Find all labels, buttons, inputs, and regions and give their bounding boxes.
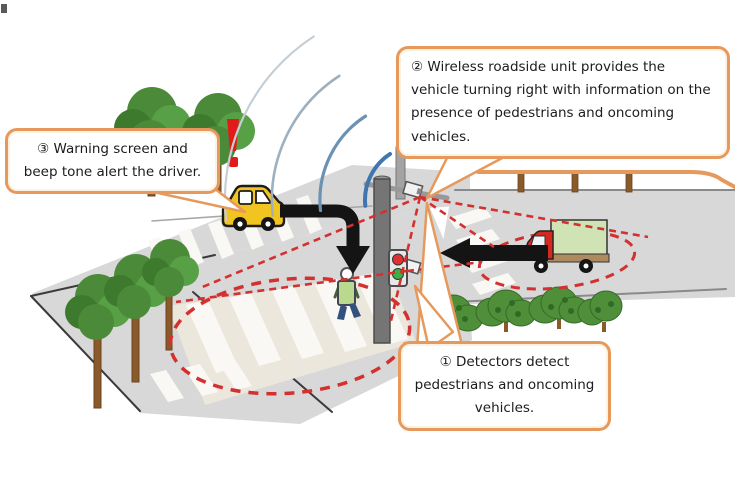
curb-line [30, 295, 141, 412]
detection-ray [388, 196, 422, 326]
detection-ray [419, 195, 495, 249]
crosswalk-stripe [272, 286, 324, 359]
right-turn-arrow [280, 204, 370, 274]
pedestrian-body [337, 280, 356, 306]
crosswalk-stripe [218, 358, 252, 390]
detector-icon [402, 180, 424, 199]
crosswalk-stripe [448, 207, 492, 229]
crosswalk-stripe [229, 293, 281, 366]
wireless-arc [318, 114, 368, 213]
car-wheel-hub [237, 221, 243, 227]
truck-wheel-hub [583, 263, 589, 269]
signal-red-light [392, 253, 404, 266]
truck-window [530, 235, 546, 247]
tree-icon [65, 274, 131, 409]
crosswalk-stripe [178, 228, 204, 267]
pedestrian-leg [349, 303, 361, 318]
right-road-bottom-edge [431, 288, 727, 304]
truck-wheel-hub [538, 263, 544, 269]
wireless-arc [270, 74, 341, 217]
pedestrian-detection-zone [168, 276, 412, 396]
guardrail-post [625, 171, 633, 193]
crosswalk-stripe [186, 300, 238, 373]
guardrail [476, 170, 735, 193]
tree-icon [142, 239, 199, 351]
callout-warning-text: ③ Warning screen and beep tone alert the… [23, 141, 202, 181]
bush-icon [475, 289, 537, 332]
detection-ray [199, 195, 421, 290]
oncoming-direction-arrow [440, 238, 548, 268]
warning-exclamation-icon [227, 119, 239, 167]
callout-wireless-text: ② Wireless roadside unit provides the ve… [411, 59, 711, 145]
pedestrian-signal-icon [388, 249, 408, 287]
wireless-signal-arcs [223, 35, 392, 222]
detection-ray [419, 195, 649, 239]
car-window [238, 190, 253, 205]
pedestrian-leg [337, 304, 347, 320]
callout-warning-screen: ③ Warning screen and beep tone alert the… [5, 128, 220, 195]
callout-tail-detect-short [413, 284, 455, 351]
detection-rays [175, 195, 649, 326]
callout-detectors: ① Detectors detect pedestrians and oncom… [398, 341, 611, 431]
pole [373, 178, 391, 344]
crosswalk-stripe [472, 273, 516, 295]
callout-wireless-roadside-unit: ② Wireless roadside unit provides the ve… [396, 46, 730, 159]
detection-ray [175, 269, 408, 304]
wireless-arc [363, 152, 392, 208]
car-wheel-hub [265, 221, 271, 227]
wireless-arc [223, 35, 315, 222]
roadside-trees-bottom [65, 239, 199, 409]
guardrail-post [571, 171, 579, 193]
crosswalk-stripe [150, 370, 184, 402]
pedestrian-icon [333, 267, 361, 320]
car-icon [221, 184, 286, 231]
guardrail-rail [476, 170, 735, 189]
corner-artifact [1, 4, 7, 13]
guardrail-post [517, 171, 525, 193]
callout-detect-text: ① Detectors detect pedestrians and oncom… [414, 354, 595, 417]
detection-ray [406, 260, 483, 273]
crosswalk-stripe [208, 220, 234, 259]
truck-deck [545, 253, 610, 263]
roadside-bushes [422, 286, 623, 337]
bush-icon [577, 290, 623, 332]
